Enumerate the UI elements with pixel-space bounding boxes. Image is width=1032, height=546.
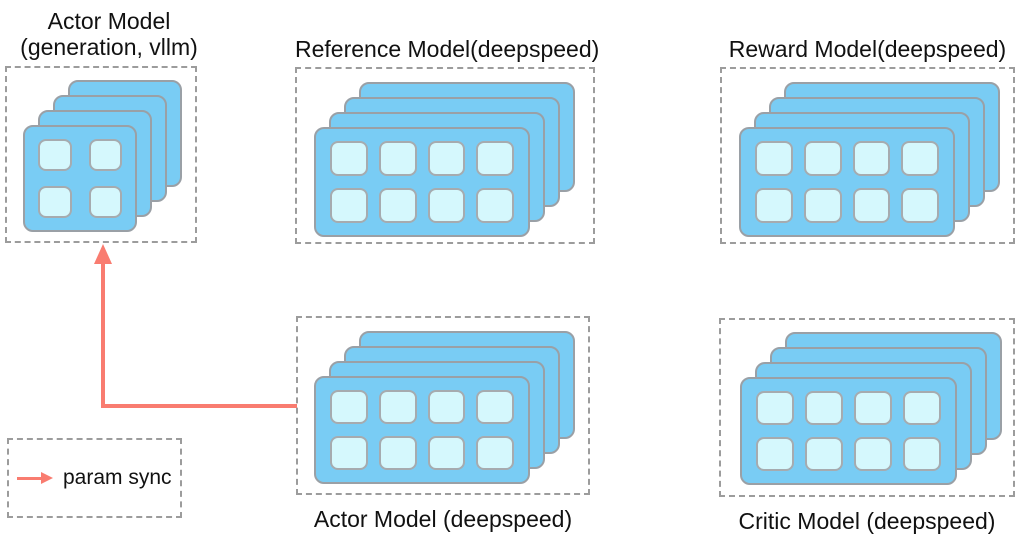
param-sync-legend-arrow-icon <box>17 476 41 480</box>
gpu-cell <box>378 188 417 223</box>
param-sync-legend-arrowhead-icon <box>41 472 53 484</box>
gpu-cell <box>903 391 941 425</box>
gpu-cell <box>378 141 417 176</box>
gpu-stack-actor-generation <box>7 68 195 241</box>
gpu-cell <box>476 188 514 223</box>
legend-box: param sync <box>7 438 182 518</box>
gpu-cell <box>852 141 891 176</box>
reward-model-box <box>720 67 1015 244</box>
gpu-card <box>23 125 137 232</box>
gpu-cell <box>803 141 842 176</box>
gpu-cell <box>755 188 793 223</box>
gpu-cell <box>38 139 72 171</box>
legend-label: param sync <box>63 466 172 489</box>
actor-model-deepspeed-box <box>296 316 590 495</box>
gpu-cell <box>755 141 793 176</box>
gpu-cell <box>88 139 122 171</box>
gpu-card <box>314 376 530 484</box>
reference-model-box <box>295 67 595 244</box>
gpu-cell <box>378 390 417 424</box>
label-actor-model-generation: Actor Model (generation, vllm) <box>4 8 214 60</box>
label-reference-model: Reference Model(deepspeed) <box>295 36 600 62</box>
gpu-cell <box>901 188 939 223</box>
label-reward-model: Reward Model(deepspeed) <box>728 36 1007 62</box>
gpu-cell <box>854 437 892 471</box>
label-actor-model-generation-line1: Actor Model <box>47 8 171 34</box>
gpu-cell <box>378 436 417 470</box>
critic-model-box <box>719 318 1015 497</box>
gpu-card <box>314 127 530 237</box>
label-actor-model-generation-line2: (generation, vllm) <box>20 34 198 60</box>
gpu-cell <box>330 436 368 470</box>
gpu-cell <box>903 437 941 471</box>
gpu-cell <box>330 390 368 424</box>
gpu-stack-critic <box>721 320 1013 495</box>
gpu-cell <box>805 391 843 425</box>
gpu-cell <box>330 141 368 176</box>
gpu-card <box>740 377 957 485</box>
gpu-cell <box>805 437 843 471</box>
param-sync-arrow-horizontal <box>101 404 297 408</box>
gpu-cell <box>476 390 514 424</box>
gpu-stack-reward <box>722 69 1013 242</box>
gpu-cell <box>901 141 939 176</box>
param-sync-arrowhead-icon <box>94 244 112 264</box>
gpu-cell <box>427 390 466 424</box>
gpu-cell <box>476 436 514 470</box>
gpu-cell <box>427 141 466 176</box>
gpu-stack-reference <box>297 69 593 242</box>
gpu-cell <box>756 437 794 471</box>
label-critic-model: Critic Model (deepspeed) <box>738 508 996 534</box>
gpu-cell <box>88 186 122 218</box>
gpu-cell <box>852 188 891 223</box>
gpu-stack-actor-deepspeed <box>298 318 588 493</box>
gpu-cell <box>476 141 514 176</box>
gpu-cell <box>756 391 794 425</box>
gpu-card <box>739 127 955 237</box>
gpu-cell <box>427 188 466 223</box>
label-actor-model-deepspeed: Actor Model (deepspeed) <box>313 506 573 532</box>
gpu-cell <box>803 188 842 223</box>
gpu-cell <box>38 186 72 218</box>
actor-model-generation-box <box>5 66 197 243</box>
gpu-cell <box>427 436 466 470</box>
gpu-cell <box>854 391 892 425</box>
gpu-cell <box>330 188 368 223</box>
legend-row: param sync <box>17 440 172 516</box>
param-sync-arrow-vertical <box>101 262 105 408</box>
